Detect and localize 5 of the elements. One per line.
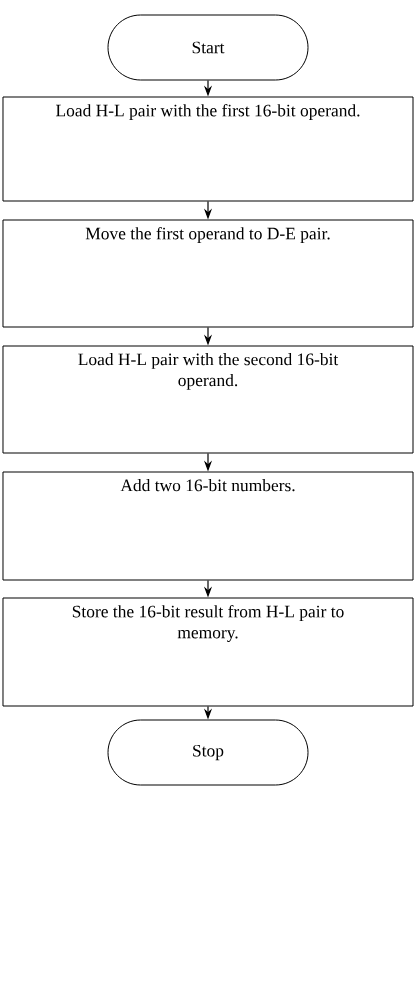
process-box: Add two 16-bit numbers. bbox=[2, 471, 414, 581]
process-box: Load H-L pair with the second 16-bit operand. bbox=[2, 345, 414, 454]
process-box: Load H-L pair with the first 16-bit operand. bbox=[2, 96, 414, 202]
process-box: Move the first operand to D-E pair. bbox=[2, 219, 414, 328]
process-box: Store the 16-bit result from H-L pair to memory. bbox=[2, 597, 414, 707]
